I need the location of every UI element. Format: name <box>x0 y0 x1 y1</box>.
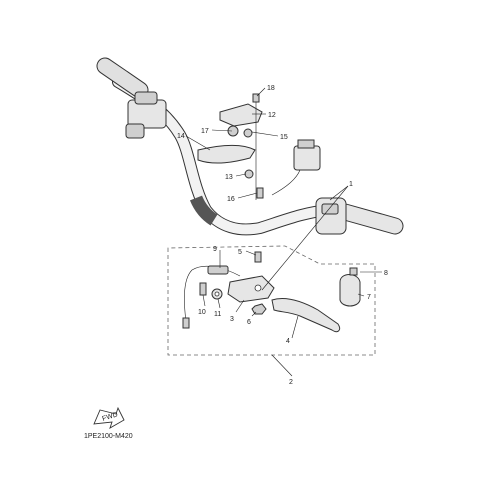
callout-1: 1 <box>349 181 353 188</box>
bolt-16 <box>256 187 264 199</box>
connector <box>271 139 321 196</box>
nut-6 <box>251 303 267 315</box>
callout-15: 15 <box>280 134 288 141</box>
bolt-13 <box>244 169 254 179</box>
washer-11 <box>211 288 223 300</box>
lever-4 <box>271 297 341 333</box>
callout-13: 13 <box>225 174 233 181</box>
cable-9 <box>182 265 241 329</box>
screw-10 <box>199 282 207 296</box>
callout-18: 18 <box>267 85 275 92</box>
callout-7: 7 <box>367 294 371 301</box>
callout-11: 11 <box>214 311 221 318</box>
callout-4: 4 <box>286 338 290 345</box>
cable-guide-14 <box>197 144 256 164</box>
callouts: 18 12 15 17 14 13 16 1 5 9 10 11 3 6 4 2… <box>177 85 388 386</box>
fwd-arrow-icon: FWD <box>93 406 125 429</box>
callout-2: 2 <box>289 379 293 386</box>
callout-10: 10 <box>198 309 206 316</box>
callout-16: 16 <box>227 196 235 203</box>
callout-3: 3 <box>230 316 234 323</box>
callout-6: 6 <box>247 319 251 326</box>
fwd-label: FWD <box>101 411 118 423</box>
left-switch-housing <box>125 91 167 139</box>
leader-lines <box>185 87 382 377</box>
callout-17: 17 <box>201 128 209 135</box>
lever-holder-3 <box>227 251 275 303</box>
bolt-18 <box>252 93 260 200</box>
callout-12: 12 <box>268 112 276 119</box>
callout-9: 9 <box>213 246 217 253</box>
clamp-7 <box>339 267 361 307</box>
callout-14: 14 <box>177 133 185 140</box>
right-switch-1 <box>315 197 347 235</box>
diagram-code: 1PE2100-M420 <box>84 433 133 440</box>
callout-8: 8 <box>384 270 388 277</box>
bracket-12 <box>219 103 263 138</box>
callout-5: 5 <box>238 249 242 256</box>
lever-assembly-box <box>167 245 376 356</box>
